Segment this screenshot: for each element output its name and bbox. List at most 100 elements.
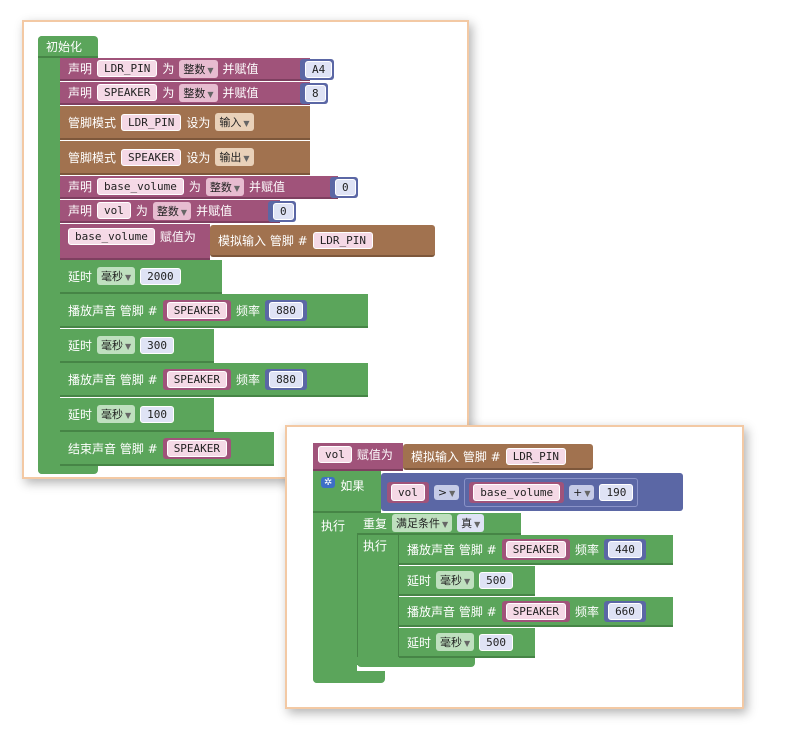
play-tone-block[interactable]: 播放声音 管脚 # SPEAKER 频率 660 <box>399 597 673 627</box>
pin-field[interactable]: LDR_PIN <box>121 113 182 131</box>
mode-dropdown[interactable]: 输入▼ <box>215 113 254 131</box>
type-dropdown[interactable]: 整数▼ <box>179 83 218 102</box>
number-field[interactable]: 190 <box>599 483 634 501</box>
unit-dropdown[interactable]: 毫秒▼ <box>436 633 475 651</box>
unit-dropdown[interactable]: 毫秒▼ <box>97 267 136 285</box>
declare-label: 声明 <box>68 62 93 76</box>
pin-value-block[interactable]: SPEAKER <box>162 437 232 459</box>
delay-block[interactable]: 延时 毫秒▼ 500 <box>399 566 535 596</box>
analog-read-block[interactable]: 模拟输入 管脚 # LDR_PIN <box>403 444 593 470</box>
setup-hat-block[interactable]: 初始化 <box>38 36 98 58</box>
value-field[interactable]: 8 <box>305 85 326 102</box>
pin-field[interactable]: SPEAKER <box>505 540 567 558</box>
variable-name-field[interactable]: base_volume <box>97 178 184 195</box>
assign-base-volume-block[interactable]: base_volume 赋值为 <box>60 224 210 260</box>
frequency-value-block[interactable]: 880 <box>265 299 307 321</box>
value-block[interactable]: 8 <box>300 83 328 104</box>
vol-variable-block[interactable]: vol <box>387 481 429 503</box>
variable-name-field[interactable]: LDR_PIN <box>97 60 158 77</box>
variable-name-field[interactable]: SPEAKER <box>97 84 158 101</box>
mode-dropdown[interactable]: 输出▼ <box>215 148 254 166</box>
delay-block[interactable]: 延时 毫秒▼ 300 <box>60 329 214 363</box>
value-block[interactable]: 0 <box>330 177 358 198</box>
value-field[interactable]: A4 <box>305 61 333 78</box>
pin-value-block[interactable]: SPEAKER <box>501 600 571 622</box>
type-dropdown[interactable]: 整数▼ <box>205 177 245 196</box>
addition-block[interactable]: base_volume +▼ 190 <box>464 477 639 507</box>
pin-field[interactable]: SPEAKER <box>121 148 182 166</box>
setup-block-frame[interactable] <box>38 36 60 474</box>
value-block[interactable]: A4 <box>300 59 334 80</box>
variable-field[interactable]: vol <box>391 483 425 501</box>
pin-field[interactable]: SPEAKER <box>505 602 567 620</box>
if-block-header[interactable]: ✲ 如果 <box>313 471 381 513</box>
play-tone-block[interactable]: 播放声音 管脚 # SPEAKER 频率 880 <box>60 294 368 328</box>
unit-dropdown[interactable]: 毫秒▼ <box>97 405 136 423</box>
value-field[interactable]: 0 <box>273 203 294 220</box>
frequency-field[interactable]: 880 <box>269 301 303 319</box>
setup-workspace-panel: 初始化 声明 LDR_PIN 为 整数▼ 并赋值 A4 声明 SPEAKER 为… <box>22 20 469 479</box>
delay-block[interactable]: 延时 毫秒▼ 2000 <box>60 260 222 294</box>
delay-block[interactable]: 延时 毫秒▼ 500 <box>399 628 535 658</box>
play-tone-label: 播放声音 管脚 # <box>68 372 158 387</box>
operator-dropdown[interactable]: >▼ <box>433 484 460 500</box>
frequency-field[interactable]: 660 <box>608 602 642 620</box>
pin-value-block[interactable]: SPEAKER <box>501 538 571 560</box>
boolean-dropdown[interactable]: 真▼ <box>457 514 485 532</box>
play-tone-block[interactable]: 播放声音 管脚 # SPEAKER 频率 880 <box>60 363 368 397</box>
pin-field[interactable]: LDR_PIN <box>312 231 374 249</box>
value-field[interactable]: 0 <box>335 179 356 196</box>
pin-value-block[interactable]: SPEAKER <box>162 299 232 321</box>
variable-name-field[interactable]: vol <box>318 446 352 463</box>
declare-vol-block[interactable]: 声明 vol 为 整数▼ 并赋值 <box>60 200 280 223</box>
dropdown-arrow-icon: ▼ <box>207 89 214 99</box>
pin-field[interactable]: SPEAKER <box>166 301 228 319</box>
unit-dropdown[interactable]: 毫秒▼ <box>436 571 475 589</box>
frequency-field[interactable]: 880 <box>269 370 303 388</box>
frequency-field[interactable]: 440 <box>608 540 642 558</box>
declare-base-volume-block[interactable]: 声明 base_volume 为 整数▼ 并赋值 <box>60 176 338 199</box>
assign-label: 并赋值 <box>222 62 259 76</box>
delay-value-field[interactable]: 100 <box>140 405 175 423</box>
type-dropdown[interactable]: 整数▼ <box>179 59 218 78</box>
frequency-value-block[interactable]: 660 <box>604 600 646 622</box>
assign-label: 并赋值 <box>196 204 233 218</box>
dropdown-arrow-icon: ▼ <box>125 342 132 351</box>
gear-icon[interactable]: ✲ <box>321 477 336 488</box>
variable-name-field[interactable]: vol <box>97 202 131 219</box>
pin-mode-output-block[interactable]: 管脚模式 SPEAKER 设为 输出▼ <box>60 141 310 175</box>
pin-mode-input-block[interactable]: 管脚模式 LDR_PIN 设为 输入▼ <box>60 106 310 140</box>
delay-value-field[interactable]: 300 <box>140 336 175 354</box>
repeat-block-header[interactable]: 重复 满足条件▼ 真▼ <box>357 513 521 535</box>
declare-speaker-block[interactable]: 声明 SPEAKER 为 整数▼ 并赋值 <box>60 82 310 105</box>
pin-value-block[interactable]: SPEAKER <box>162 368 232 390</box>
assign-vol-block[interactable]: vol 赋值为 <box>313 443 403 471</box>
type-dropdown[interactable]: 整数▼ <box>152 201 192 220</box>
unit-dropdown[interactable]: 毫秒▼ <box>97 336 136 354</box>
math-operator-dropdown[interactable]: +▼ <box>569 484 595 500</box>
pin-field[interactable]: SPEAKER <box>166 439 228 457</box>
frequency-value-block[interactable]: 440 <box>604 538 646 560</box>
value-block[interactable]: 0 <box>268 201 296 222</box>
repeat-mode-dropdown[interactable]: 满足条件▼ <box>392 514 453 532</box>
variable-field[interactable]: base_volume <box>473 483 561 501</box>
dropdown-arrow-icon: ▼ <box>464 577 471 586</box>
dropdown-arrow-icon: ▼ <box>233 183 241 193</box>
analog-read-block[interactable]: 模拟输入 管脚 # LDR_PIN <box>210 225 435 257</box>
delay-value-field[interactable]: 500 <box>479 571 514 589</box>
declare-ldr-pin-block[interactable]: 声明 LDR_PIN 为 整数▼ 并赋值 <box>60 58 310 81</box>
frequency-value-block[interactable]: 880 <box>265 368 307 390</box>
delay-block[interactable]: 延时 毫秒▼ 100 <box>60 398 214 432</box>
variable-name-field[interactable]: base_volume <box>68 228 155 245</box>
play-tone-block[interactable]: 播放声音 管脚 # SPEAKER 频率 440 <box>399 535 673 565</box>
base-volume-variable-block[interactable]: base_volume <box>469 481 565 503</box>
delay-value-field[interactable]: 2000 <box>140 267 181 285</box>
set-to-label: 设为 <box>186 115 211 130</box>
delay-label: 延时 <box>68 407 93 422</box>
pin-field[interactable]: SPEAKER <box>166 370 228 388</box>
stop-tone-block[interactable]: 结束声音 管脚 # SPEAKER <box>60 432 274 466</box>
compare-block[interactable]: vol >▼ base_volume +▼ 190 <box>381 473 683 511</box>
pin-field[interactable]: LDR_PIN <box>505 447 567 465</box>
repeat-block-frame[interactable] <box>357 513 399 665</box>
delay-value-field[interactable]: 500 <box>479 633 514 651</box>
